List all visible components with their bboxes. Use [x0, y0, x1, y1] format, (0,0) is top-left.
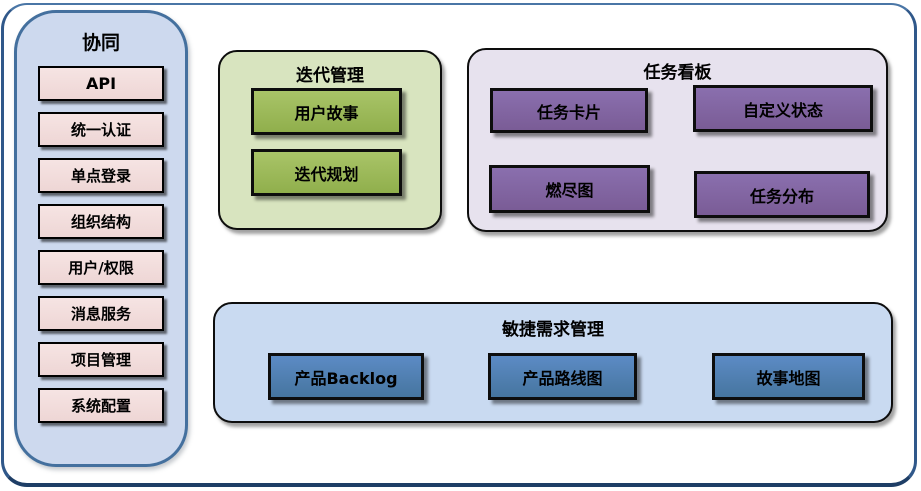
sidebar-item-system-config: 系统配置: [38, 388, 164, 423]
taskboard-panel-title: 任务看板: [643, 63, 712, 83]
sidebar-item-user-permissions: 用户/权限: [38, 250, 164, 285]
iteration-panel-title: 迭代管理: [296, 66, 364, 86]
agile-requirements-panel: 敏捷需求管理 产品Backlog 产品路线图 故事地图: [213, 302, 893, 423]
sidebar-item-org-structure: 组织结构: [38, 204, 164, 239]
sidebar-item-project-management: 项目管理: [38, 342, 164, 377]
iteration-management-panel: 迭代管理 用户故事 迭代规划: [218, 50, 442, 230]
sidebar-item-sso: 单点登录: [38, 158, 164, 193]
node-task-distribution: 任务分布: [694, 171, 870, 218]
node-product-backlog: 产品Backlog: [268, 353, 424, 400]
node-burndown-chart: 燃尽图: [489, 165, 650, 213]
node-product-roadmap: 产品路线图: [488, 353, 637, 400]
node-custom-status: 自定义状态: [693, 85, 873, 132]
requirements-panel-title: 敏捷需求管理: [502, 320, 604, 340]
node-task-card: 任务卡片: [490, 88, 648, 133]
task-board-panel: 任务看板 任务卡片 自定义状态 燃尽图 任务分布: [467, 48, 888, 232]
node-story-map: 故事地图: [712, 353, 865, 400]
sidebar-item-list: API 统一认证 单点登录 组织结构 用户/权限 消息服务 项目管理 系统配置: [17, 66, 185, 423]
sidebar-item-unified-auth: 统一认证: [38, 112, 164, 147]
node-iteration-planning: 迭代规划: [251, 149, 402, 196]
collaboration-sidebar: 协同 API 统一认证 单点登录 组织结构 用户/权限 消息服务 项目管理 系统…: [14, 10, 188, 467]
diagram-outer-frame: [1, 3, 917, 487]
sidebar-title: 协同: [81, 32, 120, 54]
node-user-story: 用户故事: [251, 88, 402, 135]
sidebar-item-api: API: [38, 66, 164, 101]
sidebar-item-message-service: 消息服务: [38, 296, 164, 331]
